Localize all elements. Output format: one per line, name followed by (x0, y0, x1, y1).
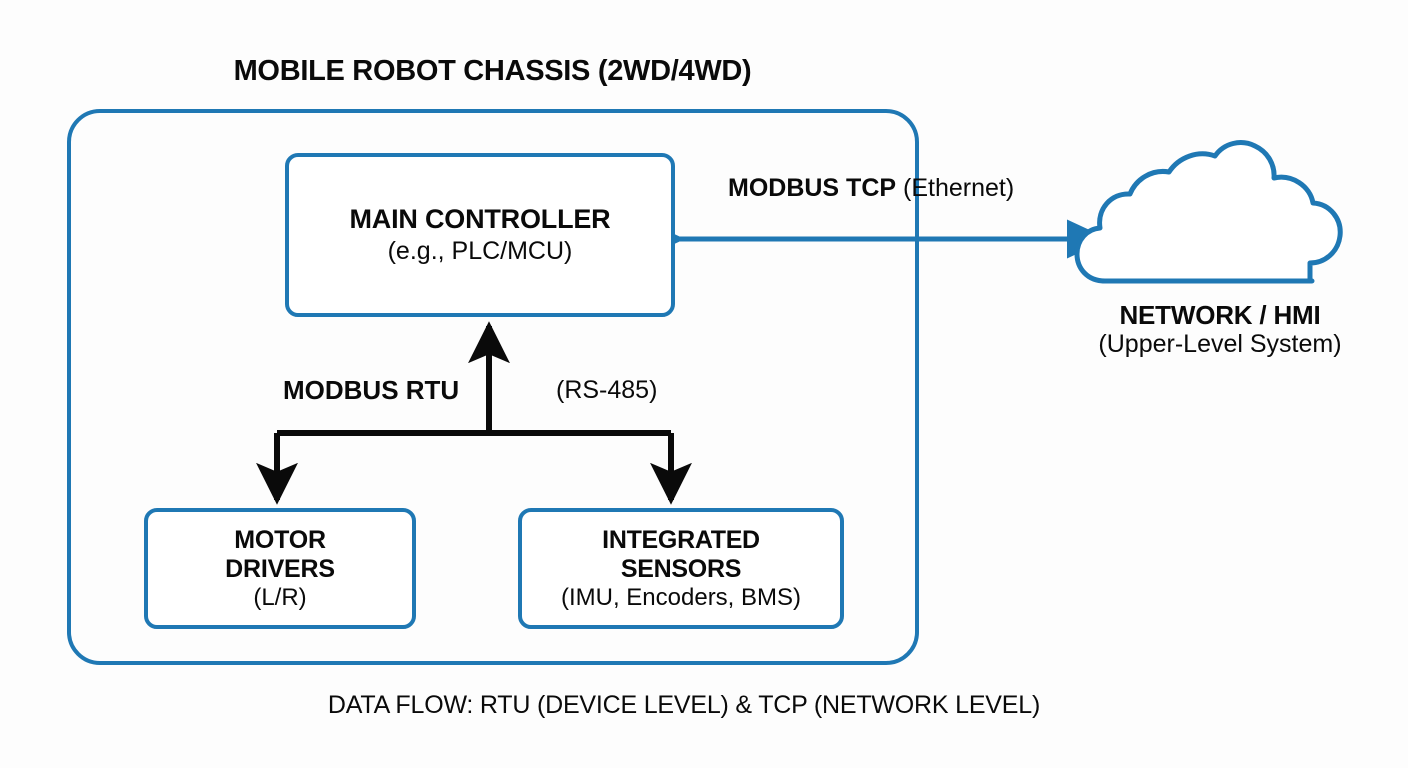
link-label-modbus-rtu: MODBUS RTU (283, 375, 460, 405)
node-motor-drivers[interactable]: MOTOR DRIVERS (L/R) (144, 508, 416, 629)
network-cloud-caption: NETWORK / HMI (Upper-Level System) (1055, 300, 1385, 359)
main-controller-title: MAIN CONTROLLER (349, 203, 611, 234)
integrated-sensors-title-line2: SENSORS (620, 554, 742, 583)
page-title: MOBILE ROBOT CHASSIS (2WD/4WD) (233, 55, 752, 87)
modbus-tcp-protocol: MODBUS TCP (728, 174, 897, 202)
network-cloud-title: NETWORK / HMI (1119, 300, 1321, 330)
motor-drivers-subtitle: (L/R) (253, 583, 307, 611)
main-controller-subtitle: (e.g., PLC/MCU) (387, 237, 573, 266)
link-label-modbus-tcp: MODBUS TCP (Ethernet) (728, 174, 1014, 203)
network-cloud-shape (1074, 140, 1343, 284)
node-integrated-sensors[interactable]: INTEGRATED SENSORS (IMU, Encoders, BMS) (518, 508, 844, 629)
node-main-controller[interactable]: MAIN CONTROLLER (e.g., PLC/MCU) (285, 153, 675, 317)
integrated-sensors-subtitle: (IMU, Encoders, BMS) (560, 583, 802, 611)
network-cloud-subtitle: (Upper-Level System) (1098, 330, 1342, 359)
modbus-tcp-medium: (Ethernet) (903, 174, 1015, 202)
motor-drivers-title-line1: MOTOR (234, 525, 326, 554)
link-label-rs485: (RS-485) (556, 376, 658, 404)
motor-drivers-title-line2: DRIVERS (225, 554, 335, 583)
integrated-sensors-title-line1: INTEGRATED (602, 525, 760, 554)
footer-caption: DATA FLOW: RTU (DEVICE LEVEL) & TCP (NET… (327, 691, 1041, 719)
chassis-outline (67, 109, 919, 665)
